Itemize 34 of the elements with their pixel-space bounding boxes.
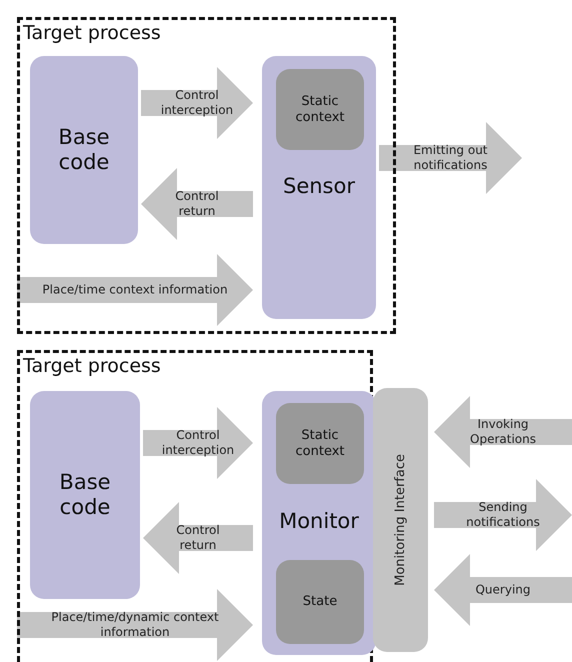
edge-label: Sending notifications [465, 500, 541, 530]
block-arrow [434, 396, 572, 468]
block-arrow [17, 589, 253, 661]
process-boundary [17, 350, 373, 662]
component-box [262, 56, 376, 319]
component-box: Base code [30, 56, 138, 244]
block-arrow [17, 254, 253, 326]
component-box [262, 391, 376, 655]
edge-label: Invoking Operations [469, 417, 537, 447]
edge-label: Place/time/dynamic context information [50, 610, 220, 640]
edge-label: Control return [174, 189, 220, 219]
boundary-title: Target process [23, 355, 161, 377]
context-box: Static context [276, 403, 364, 484]
block-arrow [434, 479, 572, 551]
block-arrow [434, 554, 572, 626]
component-box: Base code [30, 391, 140, 599]
context-box: State [276, 560, 364, 644]
edge-label: Control interception [160, 88, 234, 118]
component-title: Monitor [278, 509, 360, 533]
block-arrow [141, 67, 253, 139]
block-arrow [143, 502, 253, 574]
block-arrow [141, 168, 253, 240]
edge-label: Querying [474, 582, 532, 598]
edge-label: Emitting out notifications [412, 143, 489, 173]
component-title: Sensor [282, 174, 356, 198]
interface-bar: Monitoring Interface [373, 388, 428, 652]
boundary-title: Target process [23, 22, 161, 44]
edge-label: Control return [175, 523, 221, 553]
edge-label: Control interception [160, 428, 236, 458]
block-arrow [379, 122, 522, 194]
block-arrow [143, 407, 253, 479]
edge-label: Place/time context information [41, 282, 229, 298]
process-boundary [17, 17, 396, 334]
context-box: Static context [276, 69, 364, 150]
